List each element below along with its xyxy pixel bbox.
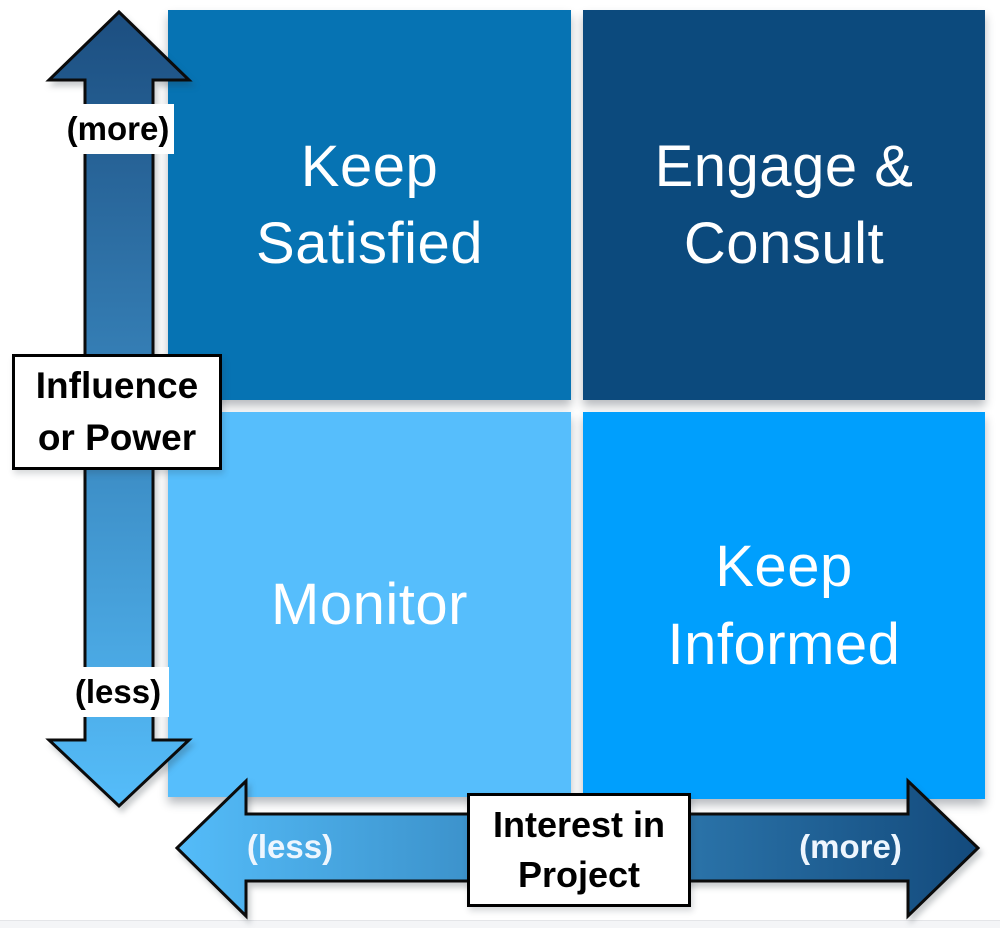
page-edge xyxy=(0,920,1000,928)
quadrant-label: Keep Informed xyxy=(667,534,901,677)
quadrant-engage-consult: Engage & Consult xyxy=(583,10,985,400)
y-axis-title: Influence or Power xyxy=(12,354,222,470)
quadrant-keep-informed: Keep Informed xyxy=(583,412,985,799)
quadrant-keep-satisfied: Keep Satisfied xyxy=(168,10,571,400)
quadrant-label: Engage & Consult xyxy=(654,133,914,276)
y-axis-more-tick: (more) xyxy=(62,104,174,154)
x-axis-more-tick: (more) xyxy=(799,828,902,865)
quadrant-monitor: Monitor xyxy=(168,412,571,797)
quadrant-label: Keep Satisfied xyxy=(256,133,483,276)
y-axis-less-tick: (less) xyxy=(67,667,169,717)
quadrant-label: Monitor xyxy=(271,571,468,637)
x-axis-title: Interest in Project xyxy=(467,793,691,907)
x-axis-less-tick: (less) xyxy=(246,828,334,865)
